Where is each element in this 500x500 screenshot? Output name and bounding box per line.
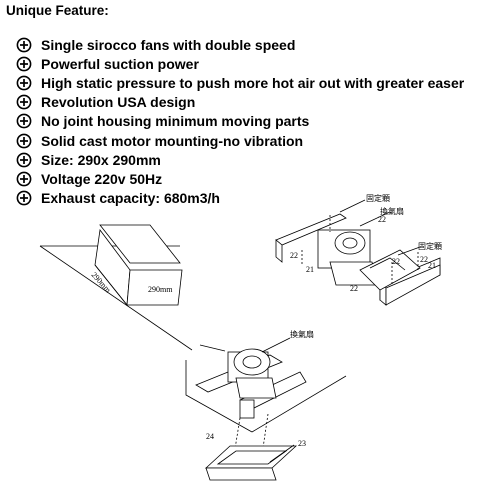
feature-text: Powerful suction power (41, 55, 199, 72)
feature-item: Revolution USA design (16, 93, 496, 112)
part-number: 22 (392, 257, 400, 266)
feature-text: Single sirocco fans with double speed (41, 36, 296, 53)
circle-plus-icon (16, 152, 32, 168)
feature-item: Voltage 220v 50Hz (16, 169, 496, 188)
part-number: 22 (350, 284, 358, 293)
circle-plus-icon (16, 113, 32, 129)
part-number: 21 (428, 261, 436, 270)
feature-text: Size: 290x 290mm (41, 151, 161, 168)
feature-item: Powerful suction power (16, 54, 496, 73)
part-number-24: 24 (206, 432, 214, 441)
exploded-assembly-drawing (275, 199, 441, 306)
circle-plus-icon (16, 94, 32, 110)
part-number: 22 (290, 251, 298, 260)
circle-plus-icon (16, 37, 32, 52)
feature-item: Solid cast motor mounting-no vibration (16, 131, 496, 150)
feature-text: Voltage 220v 50Hz (41, 170, 163, 187)
feature-item: High static pressure to push more hot ai… (16, 73, 496, 92)
circle-plus-icon (16, 171, 32, 187)
feature-text: High static pressure to push more hot ai… (41, 74, 465, 91)
part-number-23: 23 (298, 439, 306, 448)
feature-list: Single sirocco fans with double speed Po… (16, 35, 496, 208)
page-title: Unique Feature: (6, 3, 109, 18)
circle-plus-icon (16, 133, 32, 148)
circle-plus-icon (16, 56, 32, 72)
feature-item: Size: 290x 290mm (16, 150, 496, 169)
feature-item: No joint housing minimum moving parts (16, 112, 496, 131)
fan-label: 換氣扇 (380, 206, 404, 216)
ceiling-opening-drawing (39, 224, 193, 351)
circle-plus-icon (16, 190, 32, 206)
part-number: 22 (378, 215, 386, 224)
feature-item: Single sirocco fans with double speed (16, 35, 496, 54)
part-number: 22 (420, 255, 428, 264)
ceiling-install-drawing (185, 337, 347, 481)
fan-label-install: 換氣扇 (290, 329, 314, 339)
fixing-label-2: 固定顆 (418, 241, 442, 251)
feature-text: No joint housing minimum moving parts (41, 113, 310, 130)
part-number: 21 (306, 265, 314, 274)
dimension-label-b: 290mm (148, 285, 173, 294)
circle-plus-icon (16, 75, 32, 91)
feature-text: Revolution USA design (41, 94, 196, 111)
feature-text: Exhaust capacity: 680m3/h (41, 190, 220, 207)
fixing-label: 固定顆 (366, 193, 390, 203)
feature-item: Exhaust capacity: 680m3/h (16, 189, 496, 208)
feature-text: Solid cast motor mounting-no vibration (41, 132, 304, 149)
